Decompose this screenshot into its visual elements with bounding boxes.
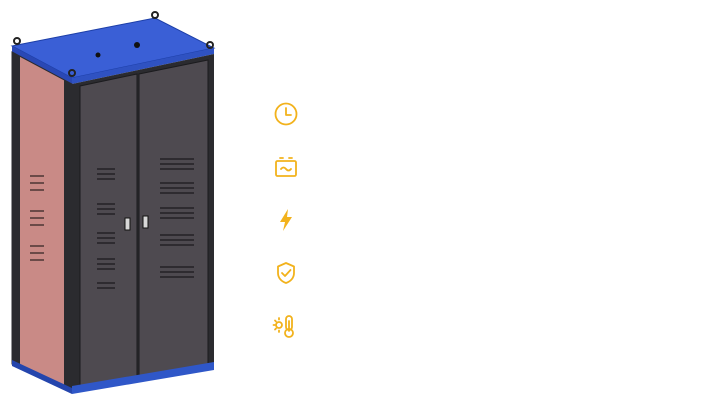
left-door-vents	[97, 168, 115, 289]
battery-icon	[275, 157, 297, 177]
temperature-icon	[272, 315, 294, 338]
cabinet-side-panel	[11, 51, 73, 393]
feature-icon-list	[268, 96, 328, 346]
cabinet-base	[72, 362, 214, 394]
side-vents	[30, 175, 44, 261]
lifting-eyes	[13, 11, 214, 77]
battery-cabinet-image	[10, 11, 216, 394]
right-door-vents	[160, 158, 194, 278]
feature-item-protection	[268, 255, 304, 291]
lightning-icon	[280, 209, 292, 231]
feature-item-temperature	[268, 308, 304, 344]
shield-check-icon	[277, 262, 295, 284]
feature-item-power	[268, 202, 304, 238]
feature-item-clock	[268, 96, 304, 132]
feature-item-battery	[268, 149, 304, 185]
right-door-handle	[142, 215, 149, 229]
clock-icon	[274, 102, 298, 126]
left-door-handle	[124, 217, 131, 231]
